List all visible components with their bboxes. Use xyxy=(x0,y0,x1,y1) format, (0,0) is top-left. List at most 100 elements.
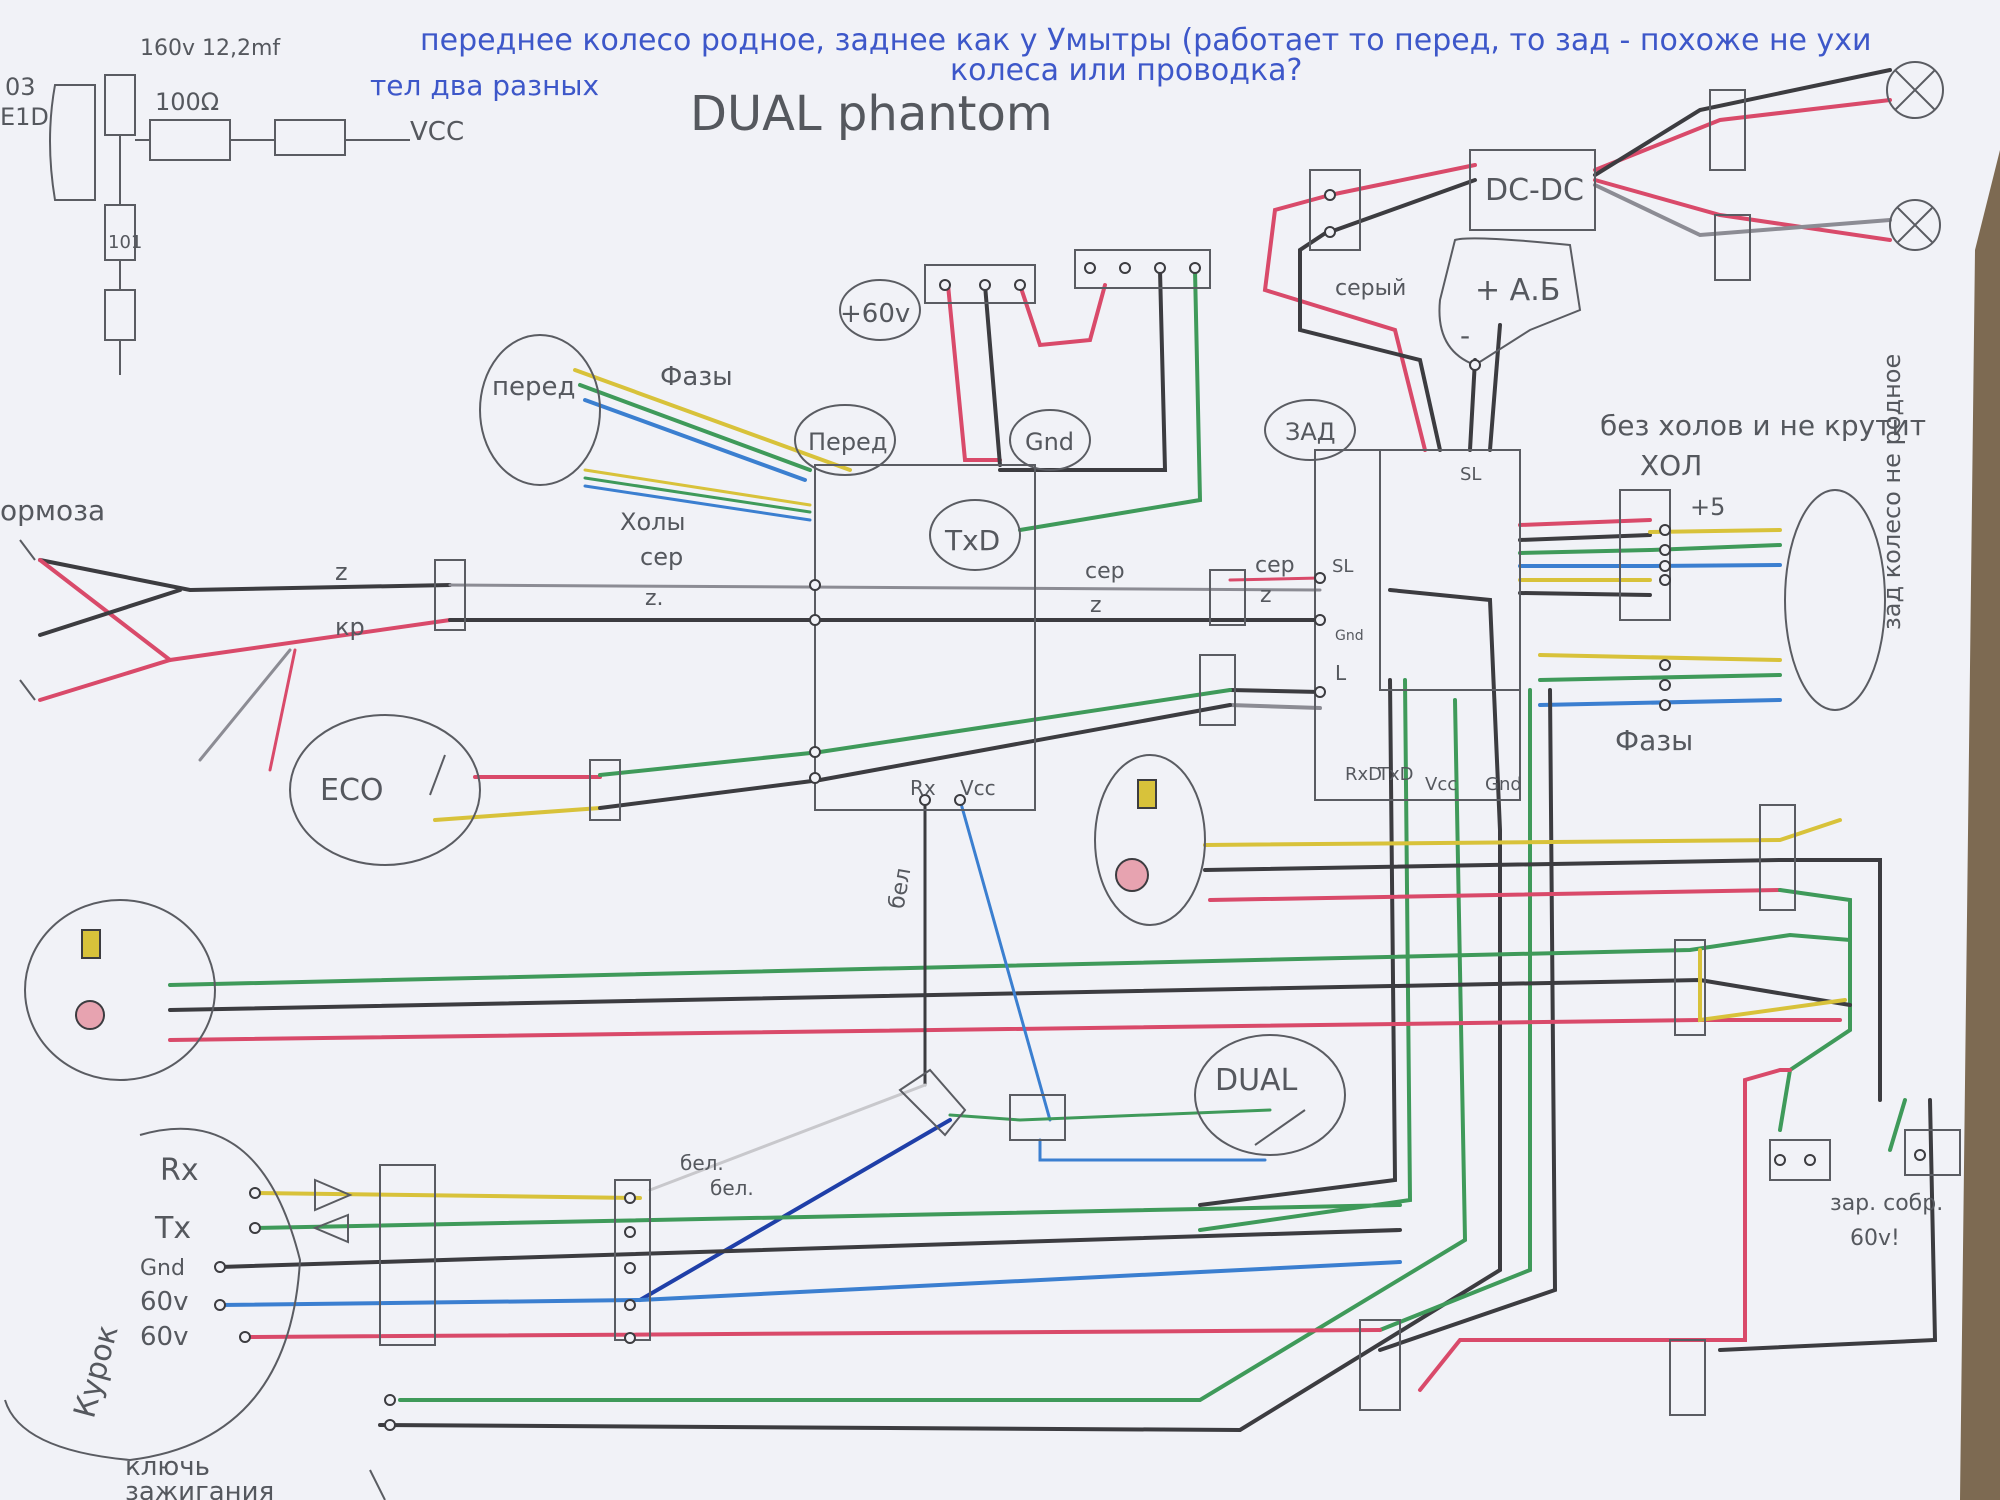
lamp-2 xyxy=(1889,199,1941,251)
diagram-labels: +60v перед Фазы Холы Перед Gnd TxD Rx Vc… xyxy=(0,173,1943,1500)
connector-signal xyxy=(1759,804,1796,911)
kurok-bubble xyxy=(4,1127,302,1462)
wire-rear-green-r xyxy=(1648,543,1782,552)
controller-front-box xyxy=(814,464,1036,811)
label-60v: +60v xyxy=(840,299,910,329)
wire-kurok-60v-1 xyxy=(218,1260,1402,1307)
note-line-1: переднее колесо родное, заднее как у Умы… xyxy=(420,23,1872,58)
wire-dcdc-red-in xyxy=(1328,163,1477,197)
wire-rear-yellow-r xyxy=(1648,528,1782,534)
label-vcc-zad: Vcc xyxy=(1425,774,1457,795)
r101-label: 101 xyxy=(108,232,142,253)
label-seryi: серый xyxy=(1335,276,1406,301)
wire-right-green xyxy=(1778,888,1852,1132)
wire-rear-blue-r xyxy=(1648,563,1782,568)
label-z-2: z. xyxy=(645,586,664,611)
label-bel-2: бел. xyxy=(680,1151,724,1175)
wire-rear-rxd xyxy=(1198,678,1398,1207)
wire-rear-txd xyxy=(1198,678,1413,1232)
wire-ser-2 xyxy=(1228,576,1322,582)
connector-bottom-2 xyxy=(1669,1339,1706,1416)
note-line-3: тел два разных xyxy=(370,69,599,102)
connector-brake xyxy=(434,559,466,631)
connector-ser xyxy=(1209,569,1246,626)
label-gnd-zad-2: Gnd xyxy=(1485,774,1522,795)
zad-bubble xyxy=(1264,399,1356,461)
label-zazhig: зажигания xyxy=(125,1477,274,1500)
wire-kurok-rx xyxy=(253,1191,642,1200)
wire-rear-gnd2 xyxy=(1378,688,1558,1352)
wire-dual-green xyxy=(948,1108,1272,1122)
wire-dcdc-black-in xyxy=(1328,178,1477,234)
wire-right-black xyxy=(1778,858,1882,1102)
label-60v-1: 60v xyxy=(140,1287,188,1317)
controller-rear-inner xyxy=(1379,449,1521,691)
lamp2-connector xyxy=(1714,214,1751,281)
resistor-label: 100Ω xyxy=(155,88,219,116)
wire-rear-hall-black xyxy=(1518,533,1652,542)
label-rx-kurok: Rx xyxy=(160,1153,199,1188)
lamp-1-cross xyxy=(1894,69,1936,111)
connector-junction xyxy=(898,1068,967,1137)
wire-rear-vcc-green xyxy=(398,698,1468,1402)
wire-lamp1-red xyxy=(1593,98,1892,172)
label-ab-minus: - xyxy=(1460,319,1470,352)
txd-bubble xyxy=(929,499,1021,571)
label-tormoza: ормоза xyxy=(0,494,105,527)
junction-dots xyxy=(214,189,1926,1431)
wire-gnd-black xyxy=(983,283,1002,467)
wire-bel-1 xyxy=(648,1083,927,1192)
dual-switch xyxy=(1254,1109,1306,1146)
connector-dual xyxy=(1009,1094,1066,1141)
wire-right-red xyxy=(1418,1068,1792,1392)
wire-ab-minus xyxy=(1468,358,1477,452)
label-pered-ctrl: Перед xyxy=(808,428,887,456)
label-zad-koleso: зад колесо не родное xyxy=(1878,354,1906,630)
label-plus5: +5 xyxy=(1690,493,1725,521)
wire-front-hall-blue xyxy=(583,484,812,522)
regulator xyxy=(49,84,96,201)
wire-eco-yellow xyxy=(433,806,602,822)
wire-rear-green2 xyxy=(1378,688,1532,1332)
wire-front-phase-green xyxy=(578,383,812,472)
wire-vcc-blue xyxy=(958,798,1052,1122)
eco-bubble xyxy=(289,714,481,866)
lamp-1 xyxy=(1886,61,1944,119)
label-fazy-front: Фазы xyxy=(660,362,733,392)
wire-rear-phase-green xyxy=(1538,673,1782,682)
connector-gnd-txd xyxy=(1074,249,1211,289)
note-line-2: колеса или проводка? xyxy=(950,53,1302,88)
label-gnd-ctrl: Gnd xyxy=(1025,428,1074,456)
battery-bubble xyxy=(1438,237,1582,367)
wire-rear-hall-black2 xyxy=(1518,591,1652,597)
label-l-zad: L xyxy=(1335,661,1347,685)
wire-l-gray xyxy=(1228,703,1322,710)
resistor-101 xyxy=(104,204,136,261)
left-lamp-icon xyxy=(75,1000,105,1030)
wire-txd-green xyxy=(1018,268,1203,532)
wire-dcdc-red xyxy=(1262,193,1427,452)
label-vcc-ctrl: Vcc xyxy=(960,776,996,800)
lamp1-connector xyxy=(1709,89,1746,171)
front-wheel-bubble xyxy=(479,334,601,486)
dcdc-box xyxy=(1469,149,1596,231)
label-dual: DUAL xyxy=(1215,1063,1298,1098)
wire-sig-red xyxy=(1208,888,1782,902)
wire-front-phase-blue xyxy=(583,398,807,482)
signal-bubble xyxy=(1094,754,1206,926)
wire-lamp1-black xyxy=(1593,68,1892,177)
label-z-4: z xyxy=(1260,583,1272,608)
label-60v-2: 60v xyxy=(140,1322,188,1352)
wire-loop-red xyxy=(1018,283,1107,348)
left-speaker-icon xyxy=(81,929,101,959)
label-rxd-zad: RxD xyxy=(1345,764,1382,785)
vcc-label: VCC xyxy=(410,117,464,147)
wire-zaryadka-black xyxy=(1718,1098,1938,1352)
wire-ab-plus xyxy=(1488,323,1502,452)
topleft-circuit-labels: 160v 12,2mf 100Ω 101 VCC 03 E1D xyxy=(0,36,464,253)
wire-front-phase-yellow xyxy=(573,368,852,472)
label-eco: ECO xyxy=(320,773,384,808)
label-kr: кр xyxy=(335,613,365,641)
